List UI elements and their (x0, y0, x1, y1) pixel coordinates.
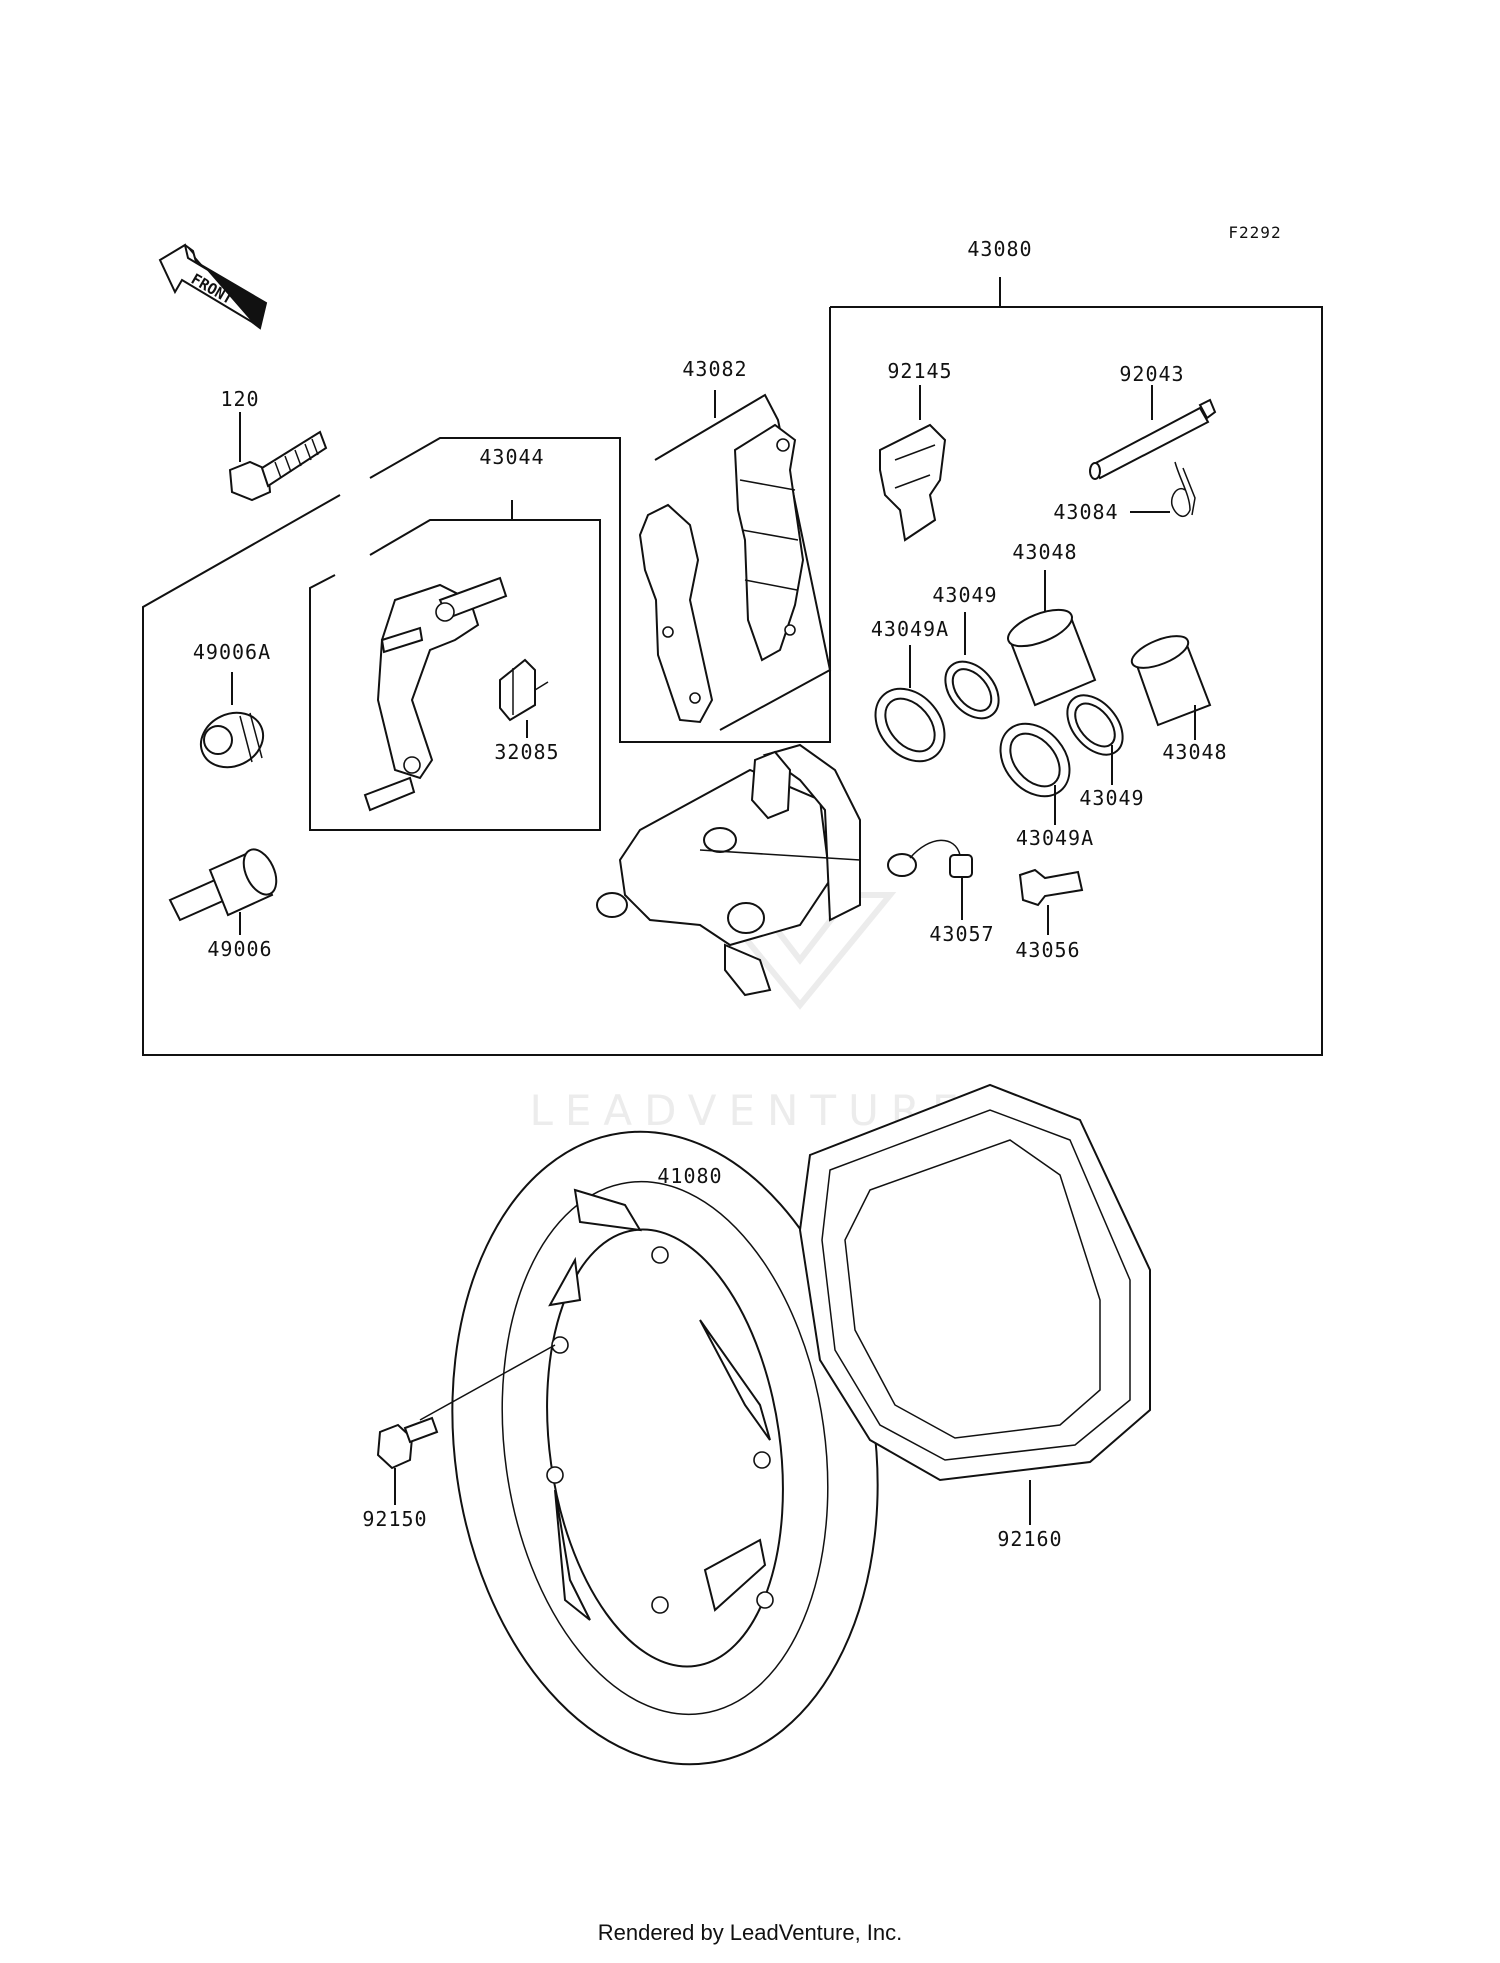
label-43056[interactable]: 43056 (1015, 938, 1080, 962)
seal-43049A-bottom (999, 722, 1071, 825)
pin-49006 (168, 848, 278, 935)
label-43048-top[interactable]: 43048 (1012, 540, 1077, 564)
label-43049-right[interactable]: 43049 (1079, 786, 1144, 810)
label-43049A-bottom[interactable]: 43049A (1016, 826, 1094, 850)
boot-49006A (199, 672, 265, 769)
label-120[interactable]: 120 (220, 387, 259, 411)
disc-bolt-92150 (376, 1344, 556, 1505)
front-arrow-icon: FRONT (158, 243, 268, 330)
diagram-code: F2292 (1228, 223, 1281, 242)
piston-43048-right (1130, 635, 1212, 740)
label-92150[interactable]: 92150 (362, 1507, 427, 1531)
part-labels: 43080 43082 120 43044 92145 92043 43084 … (193, 237, 1227, 1551)
pad-spring-92145 (879, 385, 947, 542)
label-92160[interactable]: 92160 (997, 1527, 1062, 1551)
piston-43048-top (1007, 570, 1097, 707)
seal-43049A-top (874, 645, 946, 763)
bleeder-cap-43057 (887, 839, 973, 920)
caliper-bracket-43044 (363, 576, 508, 812)
bleeder-valve-43056 (1018, 868, 1084, 935)
label-43044[interactable]: 43044 (479, 445, 544, 469)
brake-pads-43082 (638, 390, 832, 731)
label-43049-top[interactable]: 43049 (932, 583, 997, 607)
label-49006[interactable]: 49006 (207, 937, 272, 961)
label-92145[interactable]: 92145 (887, 359, 952, 383)
disc-cover-92160 (798, 1083, 1151, 1525)
label-32085[interactable]: 32085 (494, 740, 559, 764)
label-49006A[interactable]: 49006A (193, 640, 271, 664)
label-43084[interactable]: 43084 (1053, 500, 1118, 524)
label-41080[interactable]: 41080 (657, 1164, 722, 1188)
pin-clip-43084 (1130, 461, 1196, 518)
pad-pin-92043 (1089, 385, 1217, 480)
label-43080[interactable]: 43080 (967, 237, 1032, 261)
bracket-box-43044 (309, 500, 601, 831)
pad-spring-32085 (499, 658, 549, 738)
brake-disc-41080 (451, 1130, 879, 1766)
label-43049A-top[interactable]: 43049A (871, 617, 949, 641)
seal-43049-right (1066, 694, 1124, 785)
label-92043[interactable]: 92043 (1119, 362, 1184, 386)
caliper-body (596, 743, 861, 997)
label-43057[interactable]: 43057 (929, 922, 994, 946)
seal-43049-top (944, 612, 1000, 720)
label-43048-right[interactable]: 43048 (1162, 740, 1227, 764)
bolt-120 (228, 412, 328, 502)
label-43082[interactable]: 43082 (682, 357, 747, 381)
footer-credit: Rendered by LeadVenture, Inc. (598, 1920, 903, 1945)
